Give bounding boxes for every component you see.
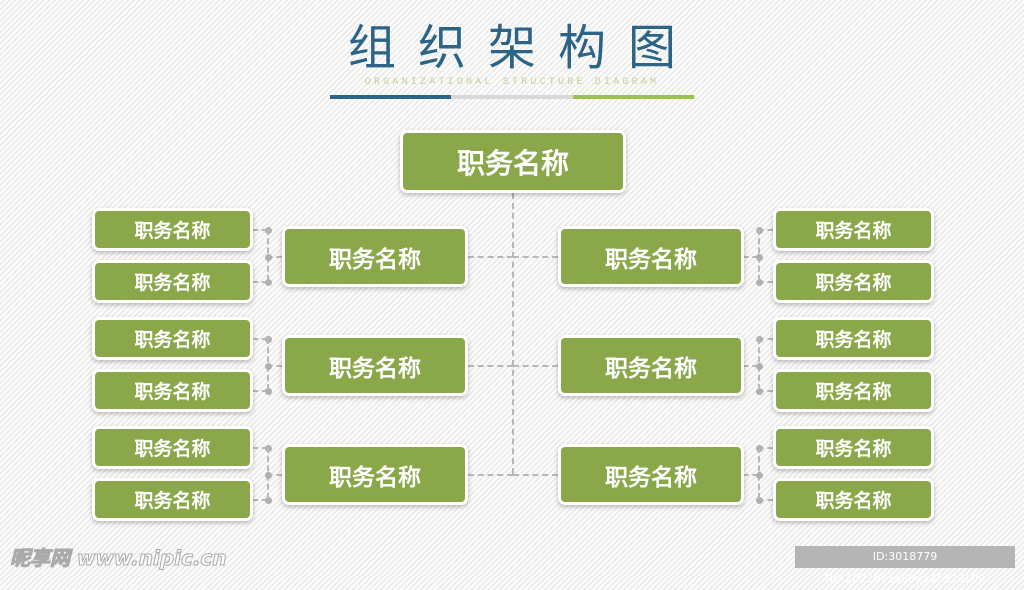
right-leaf-1-2[interactable]: 职务名称 <box>773 260 934 303</box>
bracket-link <box>743 474 758 476</box>
connector-dot <box>756 254 763 261</box>
leaf-line <box>758 390 773 392</box>
connector-dot <box>265 363 272 370</box>
branch-line <box>468 256 513 258</box>
branch-line <box>468 474 513 476</box>
title-bar-gray <box>451 95 573 99</box>
right-leaf-3-2[interactable]: 职务名称 <box>773 478 934 521</box>
connector-dot <box>265 497 272 504</box>
branch-line <box>513 474 558 476</box>
left-leaf-2-1[interactable]: 职务名称 <box>92 317 253 360</box>
connector-dot <box>265 279 272 286</box>
connector-dot <box>756 388 763 395</box>
leaf-line <box>758 447 773 449</box>
right-leaf-2-2[interactable]: 职务名称 <box>773 369 934 412</box>
leaf-line <box>253 390 267 392</box>
right-node-1[interactable]: 职务名称 <box>558 226 744 287</box>
right-leaf-3-1[interactable]: 职务名称 <box>773 426 934 469</box>
leaf-line <box>758 229 773 231</box>
leaf-line <box>253 447 267 449</box>
left-leaf-2-2[interactable]: 职务名称 <box>92 369 253 412</box>
left-leaf-1-2[interactable]: 职务名称 <box>92 260 253 303</box>
left-leaf-3-1[interactable]: 职务名称 <box>92 426 253 469</box>
connector-dot <box>265 388 272 395</box>
watermark: 昵享网 www.nipic.cn <box>10 546 228 571</box>
connector-dot <box>265 472 272 479</box>
root-node[interactable]: 职务名称 <box>400 130 626 193</box>
leaf-line <box>758 338 773 340</box>
branch-line <box>468 365 513 367</box>
branch-line <box>513 365 558 367</box>
left-node-3[interactable]: 职务名称 <box>282 444 468 505</box>
bracket-link <box>743 256 758 258</box>
right-leaf-1-1[interactable]: 职务名称 <box>773 208 934 251</box>
left-node-2[interactable]: 职务名称 <box>282 335 468 396</box>
leaf-line <box>253 281 267 283</box>
bracket-link <box>743 365 758 367</box>
right-node-2[interactable]: 职务名称 <box>558 335 744 396</box>
left-leaf-3-2[interactable]: 职务名称 <box>92 478 253 521</box>
left-node-1[interactable]: 职务名称 <box>282 226 468 287</box>
bracket-link <box>267 474 282 476</box>
left-leaf-1-1[interactable]: 职务名称 <box>92 208 253 251</box>
page-title: 组织架构图 <box>347 20 698 76</box>
bracket-link <box>267 365 282 367</box>
title-bar-green <box>573 95 694 99</box>
connector-dot <box>265 254 272 261</box>
leaf-line <box>253 499 267 501</box>
connector-dot <box>756 472 763 479</box>
connector-dot <box>756 497 763 504</box>
connector-dot <box>756 363 763 370</box>
bracket-link <box>267 256 282 258</box>
title-bar-blue <box>330 95 451 99</box>
trunk-line <box>512 193 514 474</box>
right-leaf-2-1[interactable]: 职务名称 <box>773 317 934 360</box>
leaf-line <box>758 281 773 283</box>
image-id: ID:3018779 NO:20220716094536329109 <box>795 546 1015 585</box>
right-node-3[interactable]: 职务名称 <box>558 444 744 505</box>
leaf-line <box>758 499 773 501</box>
branch-line <box>513 256 558 258</box>
leaf-line <box>253 229 267 231</box>
page-subtitle: ORGANIZATIONAL STRUCTURE DIAGRAM <box>364 77 660 88</box>
leaf-line <box>253 338 267 340</box>
connector-dot <box>756 279 763 286</box>
